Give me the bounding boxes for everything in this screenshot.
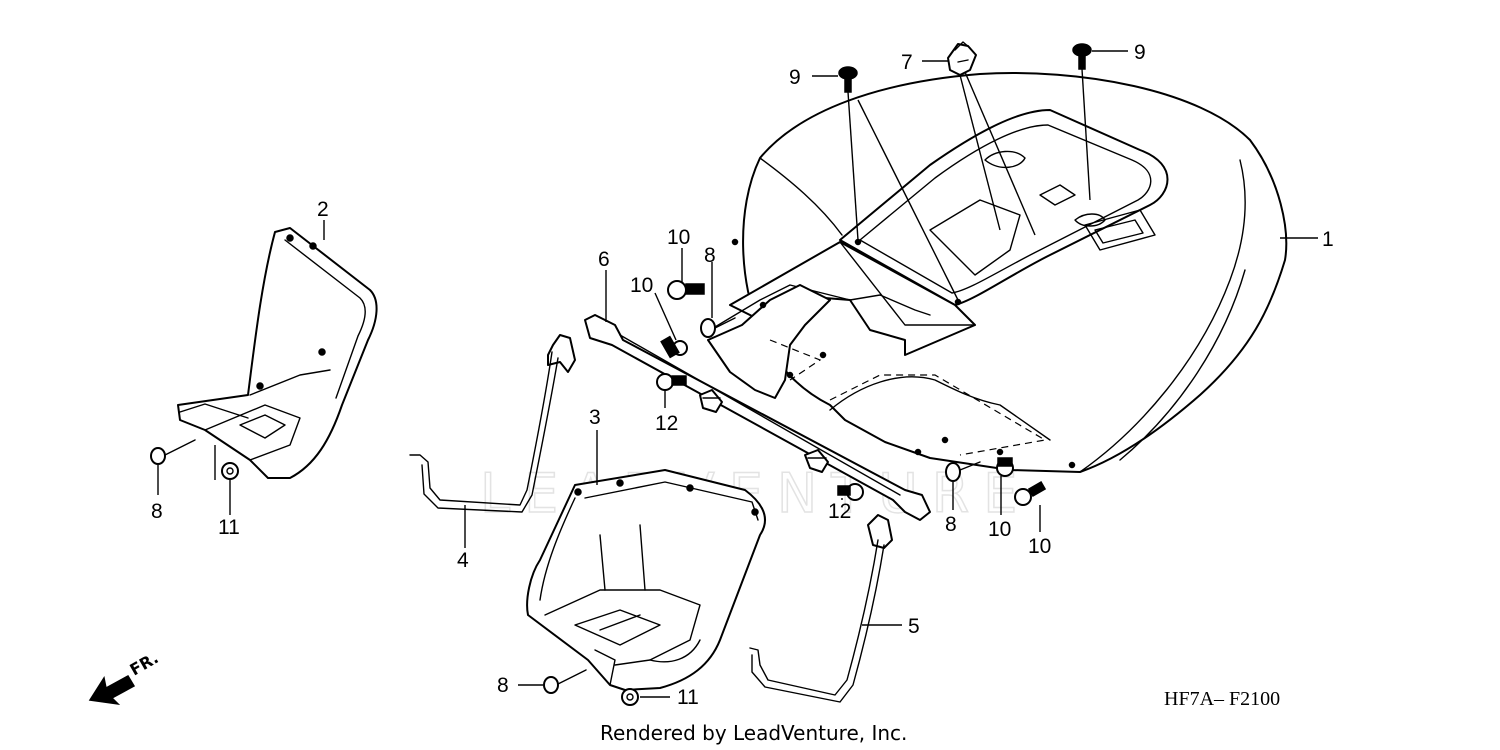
mudguard-left[interactable] xyxy=(526,469,766,691)
screw-mudguard-right[interactable] xyxy=(150,439,196,465)
rear-fender[interactable] xyxy=(707,72,1288,473)
front-direction-label: FR. xyxy=(127,648,162,679)
callout-10a[interactable]: 10 xyxy=(667,226,690,249)
callout-8b[interactable]: 8 xyxy=(945,513,957,536)
callout-1[interactable]: 1 xyxy=(1322,228,1334,251)
bolt-mid[interactable] xyxy=(660,335,688,359)
diagram-code: HF7A– F2100 xyxy=(1164,688,1280,710)
callout-12b[interactable]: 12 xyxy=(828,500,851,523)
callout-8c[interactable]: 8 xyxy=(151,500,163,523)
front-direction-arrow-icon: FR. xyxy=(88,648,162,706)
screw-upper[interactable] xyxy=(700,317,736,338)
render-credit: Rendered by LeadVenture, Inc. xyxy=(600,721,907,745)
mudguard-stay-right[interactable] xyxy=(409,334,576,513)
clip[interactable] xyxy=(947,41,977,76)
callout-2[interactable]: 2 xyxy=(317,198,329,221)
trim-clip-right[interactable] xyxy=(1072,43,1092,70)
callout-10b[interactable]: 10 xyxy=(630,274,653,297)
callout-4[interactable]: 4 xyxy=(457,549,469,572)
callout-12a[interactable]: 12 xyxy=(655,412,678,435)
callout-9b[interactable]: 9 xyxy=(1134,41,1146,64)
trim-clip-left[interactable] xyxy=(838,66,858,93)
bolt-lower-1[interactable] xyxy=(996,457,1014,477)
callout-11b[interactable]: 11 xyxy=(677,686,699,709)
callout-3[interactable]: 3 xyxy=(589,406,601,429)
callout-5[interactable]: 5 xyxy=(908,615,920,638)
bolt-12-lower[interactable] xyxy=(837,483,864,501)
screw-right[interactable] xyxy=(945,461,981,482)
callout-8d[interactable]: 8 xyxy=(497,674,509,697)
nut-right[interactable] xyxy=(221,462,239,480)
bolt-upper[interactable] xyxy=(667,280,705,300)
mudguard-right[interactable] xyxy=(177,227,378,479)
screw-mudguard-left[interactable] xyxy=(543,669,587,694)
callout-8a[interactable]: 8 xyxy=(704,244,716,267)
leader-lines xyxy=(157,50,1318,698)
callout-7[interactable]: 7 xyxy=(901,51,913,74)
callout-10d[interactable]: 10 xyxy=(1028,535,1051,558)
callout-6[interactable]: 6 xyxy=(598,248,610,271)
bolt-12-upper[interactable] xyxy=(656,373,687,391)
callout-11a[interactable]: 11 xyxy=(218,516,240,539)
fender-stay-bar[interactable] xyxy=(584,314,931,521)
bolt-lower-2[interactable] xyxy=(1014,481,1047,506)
callouts: 1 2 3 4 5 6 7 9 9 10 8 10 12 12 8 10 10 … xyxy=(151,41,1334,709)
mudguard-stay-left[interactable] xyxy=(749,514,893,703)
callout-9a[interactable]: 9 xyxy=(789,66,801,89)
nut-left[interactable] xyxy=(621,688,639,706)
callout-10c[interactable]: 10 xyxy=(988,518,1011,541)
